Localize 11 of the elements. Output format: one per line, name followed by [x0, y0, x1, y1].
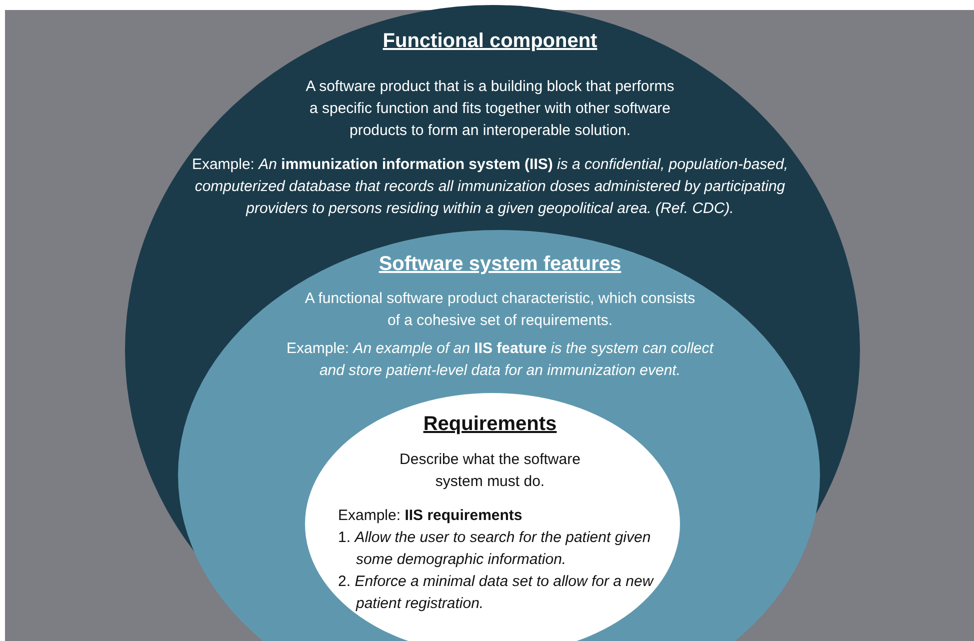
example-text: Example: An example of an IIS feature is the system can collect and store patient-level data for an immunization event. [286, 339, 715, 381]
list-item: 1. Allow the user to search for the patient given some demographic information. [338, 528, 652, 570]
example-text: Example: IIS requirements [338, 506, 524, 526]
heading: Software system features [378, 252, 622, 276]
example-text: Example: An immunization information system (IIS) is a confidential, population-based, computerized database that records all immunization doses administered by participating providers to persons residing within a given geopolitical area. (Ref. CDC). [190, 155, 790, 219]
description: Describe what the software system must do. [398, 450, 582, 492]
heading: Requirements [422, 412, 558, 436]
description: A software product that is a building block that performs a specific function and fits together with other software products to form an interoperable solution. [304, 77, 676, 141]
description: A functional software product characteristic, which consists of a cohesive set of requirements. [304, 289, 696, 331]
heading: Functional component [382, 29, 598, 53]
list-item: 2. Enforce a minimal data set to allow for a new patient registration. [338, 572, 655, 614]
